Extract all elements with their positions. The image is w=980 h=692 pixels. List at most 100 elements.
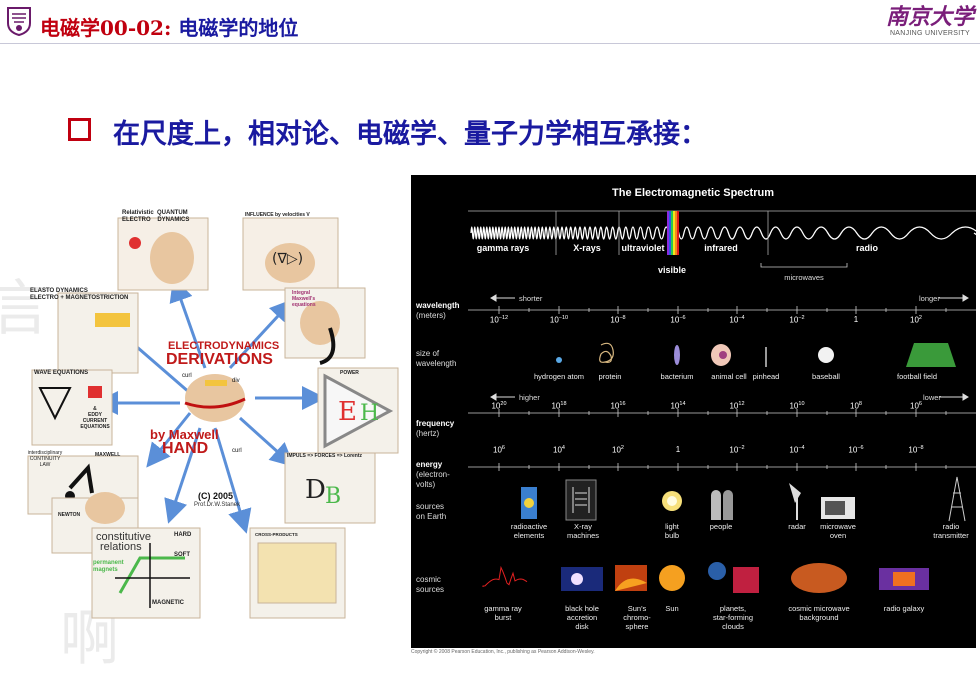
title-red-part: 电磁学00-02: <box>40 16 172 40</box>
bacterium-icon <box>674 345 680 365</box>
source-label: black hole accretion disk <box>565 604 599 631</box>
source-label: pinhead <box>752 372 780 381</box>
tick-label: 106 <box>910 401 922 411</box>
tick-label: 10−2 <box>789 315 805 325</box>
node-cross-products <box>249 527 346 619</box>
node-integral <box>284 287 366 365</box>
author-label: Prof.Dr.W.Stanek <box>194 502 241 508</box>
source-label: microwave oven <box>820 522 856 540</box>
relations-label: relations <box>100 541 142 553</box>
band-gamma: gamma rays <box>476 243 530 253</box>
university-seal-icon <box>7 7 31 36</box>
higher-label: higher <box>519 393 540 402</box>
radio-transmitter-icon <box>948 476 966 522</box>
tick-label: 1010 <box>789 401 805 411</box>
logo-chinese: 南京大学 <box>886 4 975 30</box>
xray-icon <box>565 479 597 521</box>
source-label: hydrogen atom <box>533 372 585 381</box>
energy-label: energy(electron-volts) <box>416 460 450 489</box>
node-impuls: D B <box>284 452 376 524</box>
bullet-square-icon <box>68 118 91 141</box>
gamma-ray-burst-plot <box>482 565 528 587</box>
tick-label: 1018 <box>551 401 567 411</box>
source-label: radioactive elements <box>510 522 548 540</box>
source-label: planets, star-forming clouds <box>712 604 754 631</box>
title-blue-part: 电磁学的地位 <box>171 16 299 40</box>
source-label: people <box>709 522 733 531</box>
tick-label: 10−4 <box>789 445 805 455</box>
visible-rainbow <box>667 211 679 255</box>
svg-text:D: D <box>305 475 326 505</box>
tick-label: 1012 <box>729 401 745 411</box>
wavelength-label: wavelength(meters) <box>416 301 460 320</box>
cross-products-label: CROSS-PRODUCTS <box>255 532 298 537</box>
tick-label: 1014 <box>670 401 686 411</box>
logo-english: NANJING UNIVERSITY <box>889 30 971 37</box>
continuity-label: interdisciplinary CONTINUITY LAW <box>27 450 63 468</box>
svg-text:(∇▷): (∇▷) <box>272 251 303 267</box>
wave-equations-label: WAVE EQUATIONS <box>34 370 89 376</box>
source-label: radio galaxy <box>883 604 925 613</box>
source-label: Sun <box>665 604 679 613</box>
tick-label: 108 <box>850 401 862 411</box>
em-spectrum-figure: The Electromagnetic Spectrum gamma rays … <box>411 175 976 648</box>
node-power: E H <box>317 367 399 454</box>
tick-label: 10−12 <box>489 315 509 325</box>
lower-label: lower <box>923 393 941 402</box>
band-radio: radio <box>855 243 879 253</box>
source-label: radio transmitter <box>933 522 969 540</box>
band-xrays: X-rays <box>573 243 601 253</box>
university-logo: 南京大学 NANJING UNIVERSITY <box>886 4 974 42</box>
watermark-glyph: 言 <box>0 274 50 344</box>
hydrogen-atom-icon <box>556 357 562 363</box>
center-title-2: DERIVATIONS <box>166 351 273 368</box>
tick-label: 1016 <box>610 401 626 411</box>
visible-label: visible <box>657 265 687 275</box>
spectrum-title: The Electromagnetic Spectrum <box>612 187 774 199</box>
maxwell-diagram-canvas: (∇▷) E H D B <box>27 217 399 619</box>
people-icon <box>711 490 721 520</box>
tick-label: 10−8 <box>908 445 924 455</box>
by-maxwell-label: by Maxwell <box>150 427 219 442</box>
source-label: baseball <box>812 372 840 381</box>
source-label: animal cell <box>711 372 747 381</box>
tick-label: 1 <box>675 445 681 454</box>
baseball-icon <box>818 347 834 363</box>
node-influence: (∇▷) <box>242 217 339 291</box>
maxwell-node-label: MAXWELL <box>95 452 121 458</box>
svg-text:E: E <box>338 397 357 427</box>
band-infrared: infrared <box>704 243 738 253</box>
size-icons <box>556 342 956 367</box>
tick-label: 10−10 <box>549 315 569 325</box>
center-hand <box>184 374 246 422</box>
newton-label: NEWTON <box>58 512 81 518</box>
tick-label: 104 <box>553 445 565 455</box>
tick-label: 1020 <box>491 401 507 411</box>
microwaves-label: microwaves <box>784 273 824 282</box>
source-label: light bulb <box>664 522 680 540</box>
integral-label: Integral Maxwell's equations <box>292 290 316 308</box>
derivation-arrows <box>94 277 326 534</box>
football-field-icon <box>906 343 956 367</box>
slide-header: 电磁学00-02: 电磁学的地位 南京大学 NANJING UNIVERSITY <box>0 0 980 44</box>
source-label: bacterium <box>660 372 694 381</box>
source-label: X-ray machines <box>566 522 600 540</box>
sun-icon <box>659 565 685 591</box>
maxwell-derivations-diagram: (∇▷) E H D B <box>0 198 400 638</box>
power-label: POWER <box>340 370 359 376</box>
tick-label: 1 <box>853 315 859 324</box>
permanent-magnets-label: permanent magnets <box>93 560 124 573</box>
node-wave <box>31 369 113 446</box>
source-label: gamma ray burst <box>484 604 522 622</box>
radar-icon <box>789 483 801 503</box>
band-ultraviolet: ultraviolet <box>621 243 665 253</box>
slide-title: 电磁学00-02: 电磁学的地位 <box>40 12 298 41</box>
copyright-label: (C) 2005 <box>198 491 234 501</box>
axes <box>468 309 976 468</box>
node-elasto <box>57 292 139 374</box>
source-label: Sun's chromo- sphere <box>623 604 651 631</box>
svg-text:B: B <box>325 484 341 509</box>
tick-label: 106 <box>493 445 505 455</box>
